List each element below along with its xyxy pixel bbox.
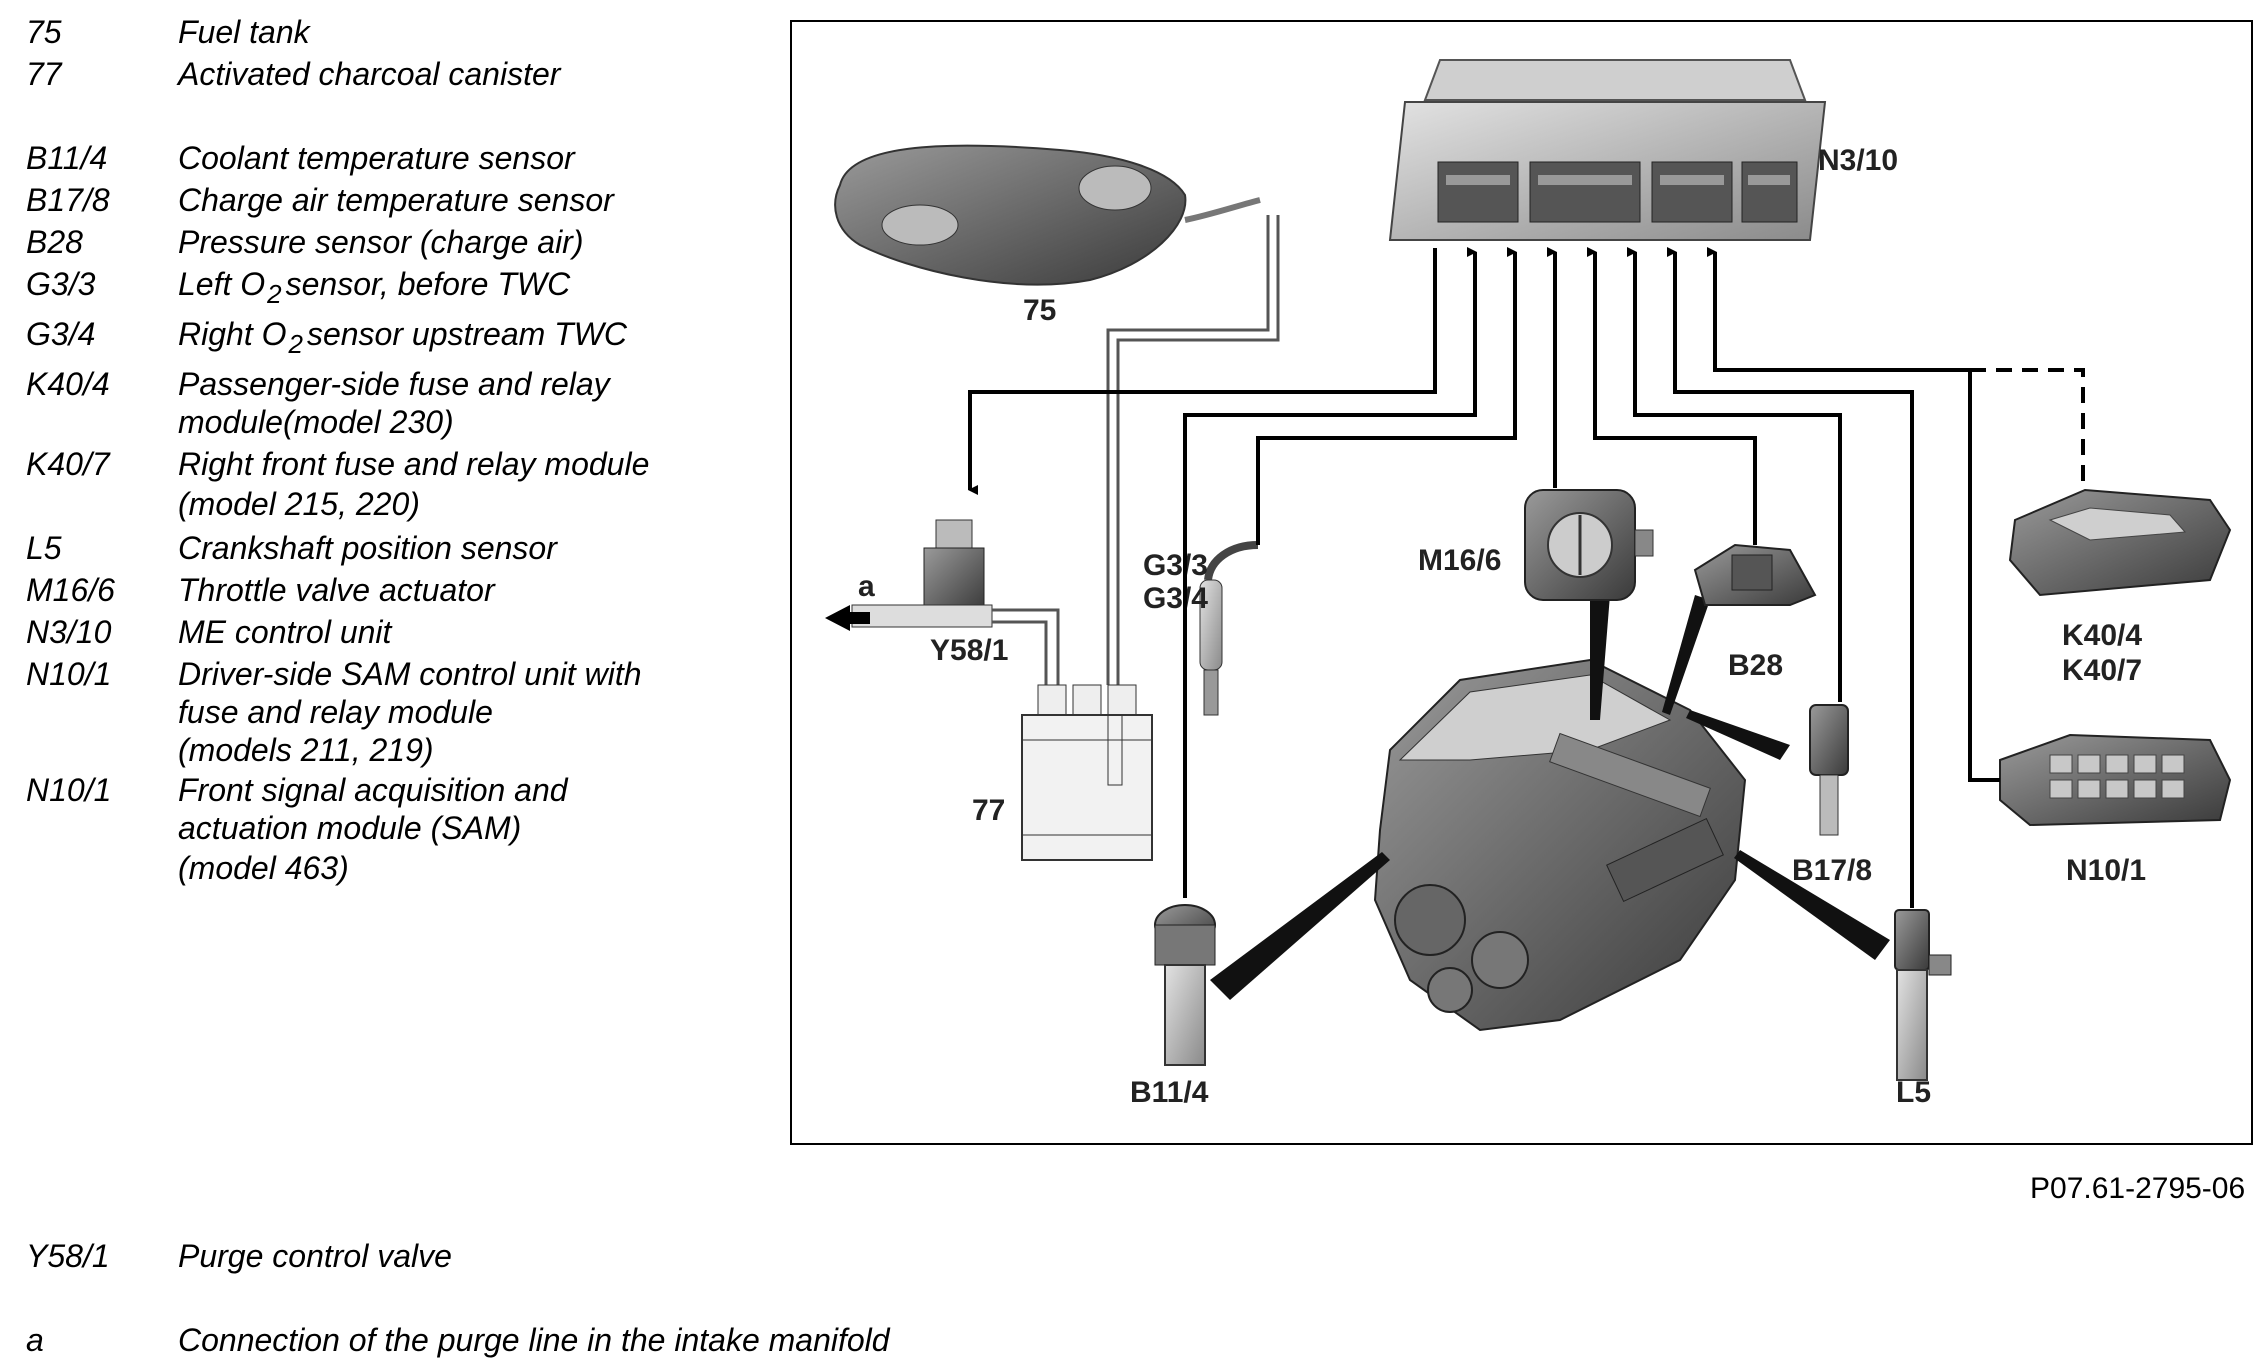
label-b17-8: B17/8 (1792, 854, 1872, 887)
label-a: a (858, 570, 875, 603)
fuse-relay-module-k40: K40/4 K40/7 (2008, 488, 2232, 687)
label-g3-4: G3/4 (1143, 582, 1208, 615)
charge-air-pressure-sensor: B28 (1693, 543, 1817, 682)
dashed-line-k40 (1970, 368, 2085, 490)
label-b11-4: B11/4 (1130, 1076, 1209, 1109)
sam-control-unit: N10/1 (1999, 733, 2232, 887)
o2-sensor: G3/3 G3/4 (1143, 541, 1259, 716)
label-k40-7: K40/7 (2062, 654, 2142, 687)
label-n3-10: N3/10 (1818, 144, 1898, 177)
fuel-tank: 75 (834, 144, 1261, 327)
wiring-diagram: N3/10 75 Y58/1 a 77 (790, 20, 2253, 1145)
purge-control-valve: Y58/1 (851, 519, 1008, 667)
label-l5: L5 (1896, 1076, 1931, 1109)
label-k40-4: K40/4 (2062, 619, 2142, 652)
label-y58-1: Y58/1 (930, 634, 1008, 667)
me-control-unit: N3/10 (1388, 59, 1898, 241)
charge-air-temperature-sensor: B17/8 (1792, 704, 1872, 887)
label-75: 75 (1023, 294, 1056, 327)
purge-hose-tank (1106, 215, 1280, 685)
crankshaft-position-sensor: L5 (1894, 909, 1952, 1109)
label-77: 77 (972, 794, 1005, 827)
charcoal-canister: 77 (972, 684, 1153, 861)
engine (1373, 658, 1747, 1032)
coolant-temperature-sensor: B11/4 (1130, 904, 1216, 1109)
label-g3-3: G3/3 (1143, 549, 1208, 582)
label-b28: B28 (1728, 649, 1783, 682)
throttle-valve-actuator: M16/6 (1418, 489, 1654, 601)
figure-id: P07.61-2795-06 (2030, 1172, 2246, 1205)
purge-outlet-arrow: a (825, 570, 875, 631)
label-m16-6: M16/6 (1418, 544, 1501, 577)
leader-wedges (1210, 595, 1890, 1000)
purge-hose-canister (992, 608, 1060, 685)
label-n10-1: N10/1 (2066, 854, 2146, 887)
signal-lines (968, 247, 2000, 908)
